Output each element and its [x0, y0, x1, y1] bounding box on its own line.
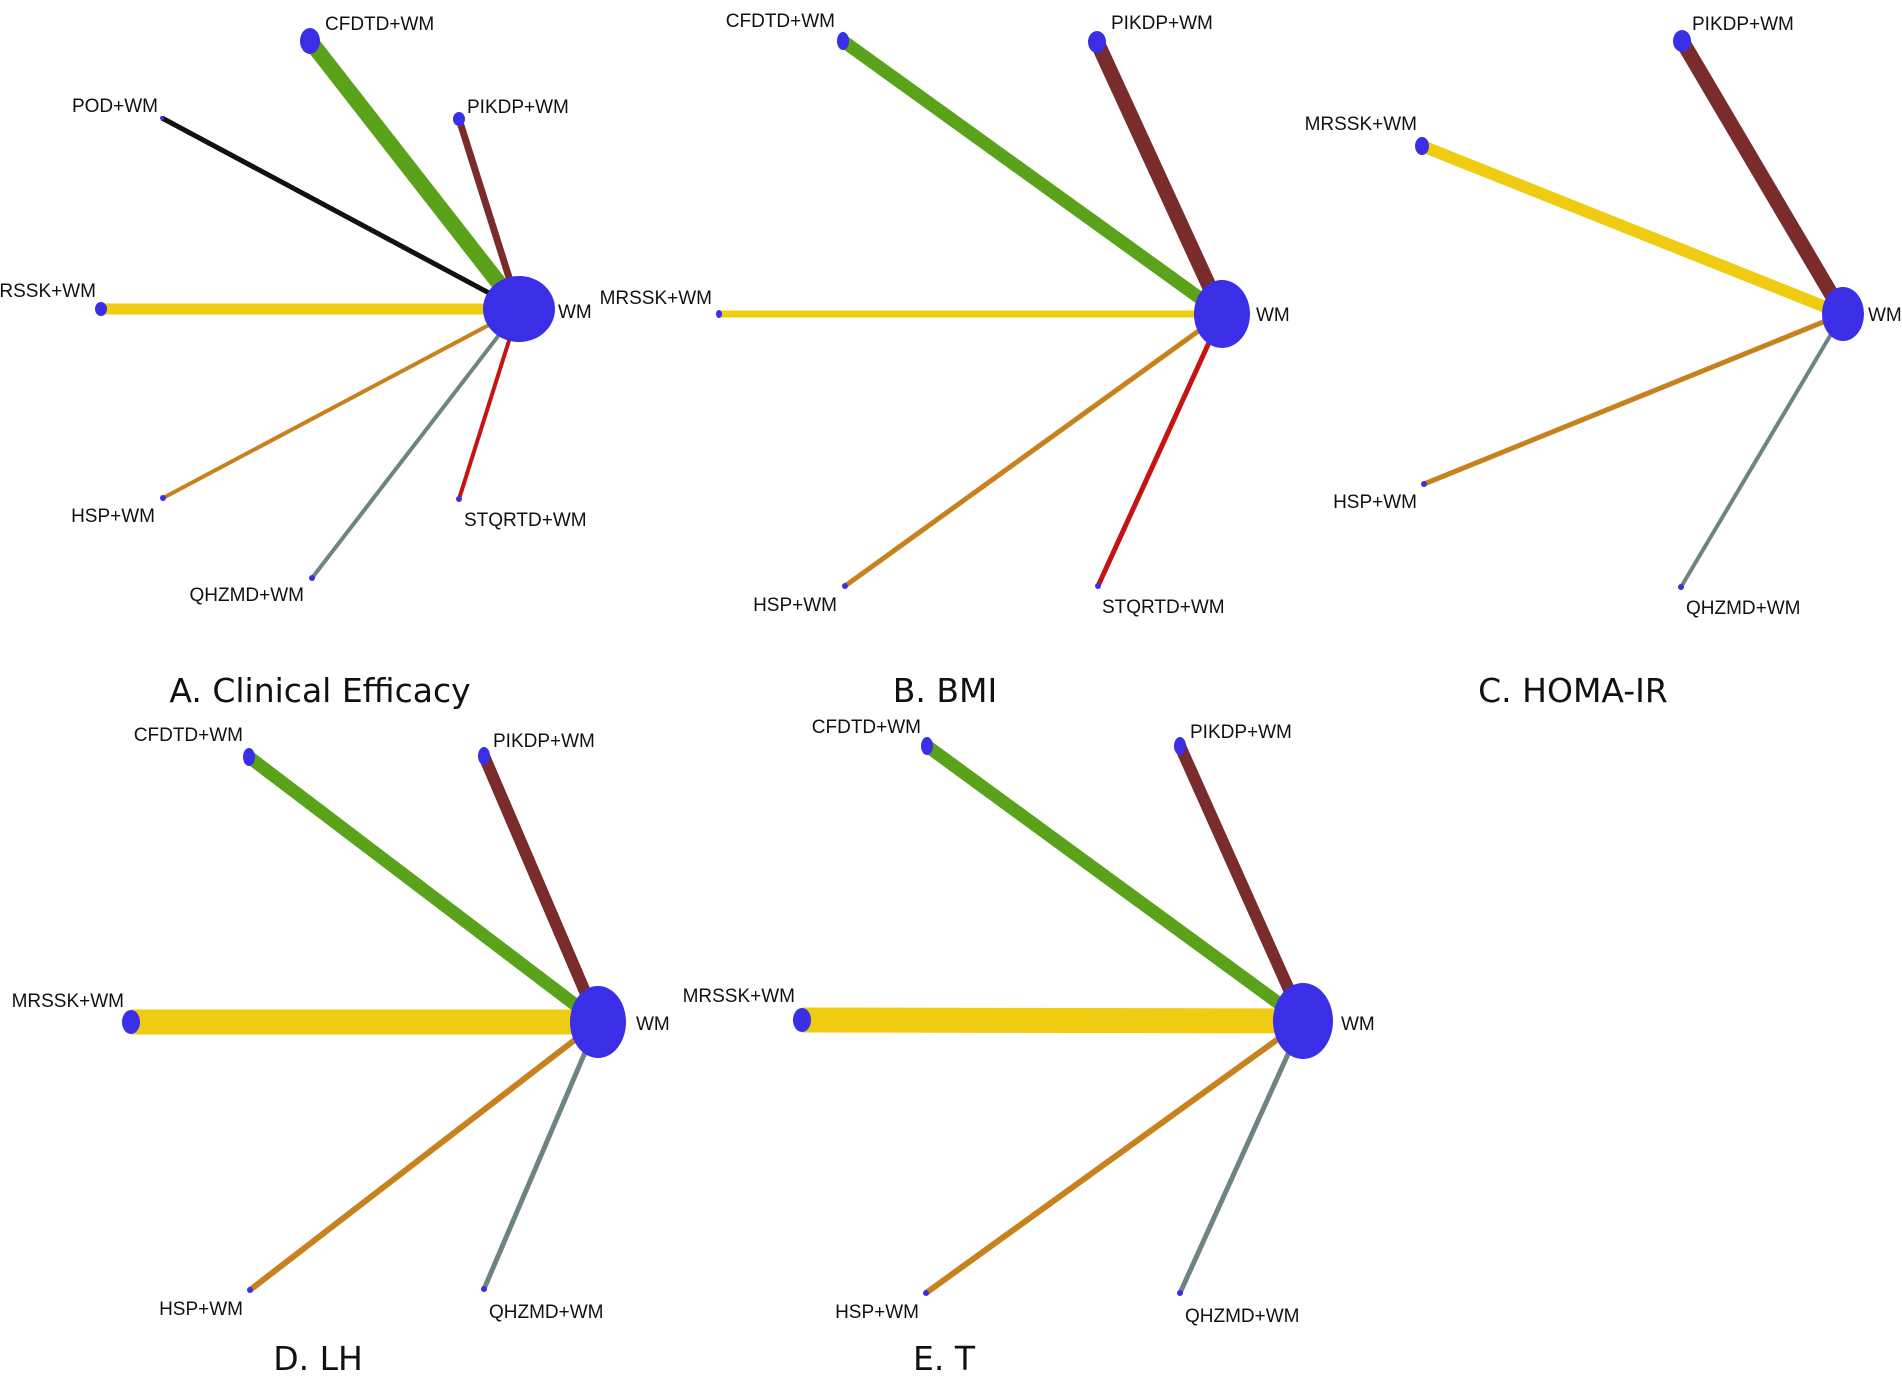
node-pikdp-plus-wm [1673, 30, 1691, 52]
node-stqrtd-plus-wm [456, 496, 462, 502]
node-label-qhzmd-plus-wm: QHZMD+WM [1686, 598, 1801, 619]
node-label-pikdp-plus-wm: PIKDP+WM [467, 97, 569, 118]
edge-cfdtd-plus-wm-to-wm [923, 740, 1307, 1027]
panel-c-caption: C. HOMA-IR [1478, 671, 1668, 710]
node-label-mrssk-plus-wm: MRSSK+WM [1305, 114, 1417, 135]
edge-mrssk-plus-wm-to-wm [801, 1007, 1304, 1034]
node-qhzmd-plus-wm [1678, 584, 1684, 590]
node-label-qhzmd-plus-wm: QHZMD+WM [1185, 1306, 1300, 1327]
edge-pikdp-plus-wm-to-wm [478, 753, 604, 1025]
panel-d-caption: D. LH [273, 1339, 363, 1378]
node-label-mrssk-plus-wm: MRSSK+WM [600, 288, 712, 309]
edge-qhzmd-plus-wm-to-wm [310, 307, 521, 580]
node-label-wm: WM [558, 302, 592, 323]
node-label-hsp-plus-wm: HSP+WM [835, 1302, 919, 1323]
edge-cfdtd-plus-wm-to-wm [245, 751, 602, 1028]
node-label-hsp-plus-wm: HSP+WM [71, 506, 155, 527]
node-cfdtd-plus-wm [300, 28, 320, 54]
edge-hsp-plus-wm-to-wm [162, 307, 520, 500]
node-label-wm: WM [1868, 305, 1902, 326]
node-label-hsp-plus-wm: HSP+WM [159, 1299, 243, 1320]
edge-hsp-plus-wm-to-wm [1423, 311, 1844, 487]
edge-cfdtd-plus-wm-to-wm [303, 36, 526, 314]
edge-pod-plus-wm-to-wm [160, 115, 521, 312]
network-panel: CFDTD+WM PIKDP+WM POD+WM IRSSK+WM HSP+WM QHZM… [0, 14, 592, 606]
node-pikdp-plus-wm [453, 112, 465, 126]
edge-stqrtd-plus-wm-to-wm [1095, 312, 1225, 588]
panel-b-caption: B. BMI [893, 671, 997, 710]
edge-hsp-plus-wm-to-wm [843, 311, 1224, 589]
node-label-stqrtd-plus-wm: STQRTD+WM [1102, 597, 1225, 618]
node-label-qhzmd-plus-wm: QHZMD+WM [489, 1302, 604, 1323]
panel-a-caption: A. Clinical Efficacy [169, 671, 470, 710]
node-label-wm: WM [1256, 305, 1290, 326]
network-panel: CFDTD+WM PIKDP+WM MRSSK+WM HSP+WM QHZMD+WM WM [683, 717, 1375, 1327]
node-label-cfdtd-plus-wm: CFDTD+WM [325, 14, 434, 35]
node-wm [570, 986, 626, 1058]
node-mrssk-plus-wm [793, 1008, 811, 1032]
node-cfdtd-plus-wm [243, 748, 255, 766]
node-pikdp-plus-wm [478, 747, 490, 765]
edge-hsp-plus-wm-to-wm [248, 1019, 600, 1293]
edge-qhzmd-plus-wm-to-wm [481, 1021, 601, 1290]
node-label-wm: WM [1341, 1014, 1375, 1035]
node-hsp-plus-wm [160, 495, 166, 501]
node-label-cfdtd-plus-wm: CFDTD+WM [812, 717, 921, 738]
node-hsp-plus-wm [247, 1287, 253, 1293]
node-label-hsp-plus-wm: HSP+WM [753, 595, 837, 616]
edge-pikdp-plus-wm-to-wm [1090, 38, 1229, 318]
node-qhzmd-plus-wm [481, 1286, 487, 1292]
node-mrssk-plus-wm [716, 310, 722, 318]
node-label-pikdp-plus-wm: PIKDP+WM [1111, 13, 1213, 34]
edge-qhzmd-plus-wm-to-wm [1679, 312, 1845, 589]
node-label-pikdp-plus-wm: PIKDP+WM [1692, 14, 1794, 35]
node-wm [1273, 983, 1333, 1059]
node-cfdtd-plus-wm [921, 737, 933, 755]
node-hsp-plus-wm [923, 1290, 929, 1296]
edge-qhzmd-plus-wm-to-wm [1177, 1019, 1306, 1295]
node-label-cfdtd-plus-wm: CFDTD+WM [726, 11, 835, 32]
node-label-pod-plus-wm: POD+WM [72, 96, 158, 117]
node-stqrtd-plus-wm [1095, 583, 1101, 589]
node-label-pikdp-plus-wm: PIKDP+WM [493, 731, 595, 752]
edge-cfdtd-plus-wm-to-wm [839, 35, 1226, 320]
node-wm [1822, 287, 1864, 341]
node-qhzmd-plus-wm [309, 575, 315, 581]
node-mrssk-plus-wm [1415, 137, 1429, 155]
node-cfdtd-plus-wm [837, 32, 849, 50]
edge-pikdp-plus-wm-to-wm [1675, 37, 1850, 318]
edge-mrssk-plus-wm-to-wm [1419, 140, 1846, 320]
node-wm [483, 276, 555, 342]
node-label-qhzmd-plus-wm: QHZMD+WM [189, 585, 304, 606]
node-label-cfdtd-plus-wm: CFDTD+WM [134, 725, 243, 746]
network-panel: PIKDP+WM MRSSK+WM HSP+WM QHZMD+WM WM [1305, 14, 1902, 619]
node-pod-plus-wm [160, 116, 164, 120]
node-pikdp-plus-wm [1174, 737, 1186, 755]
node-label-mrssk-plus-wm: MRSSK+WM [12, 991, 124, 1012]
network-panel: CFDTD+WM PIKDP+WM MRSSK+WM HSP+WM STQRTD+WM W… [600, 11, 1290, 618]
edge-hsp-plus-wm-to-wm [924, 1018, 1305, 1296]
node-pikdp-plus-wm [1088, 31, 1106, 53]
panel-e-caption: E. T [913, 1339, 976, 1378]
node-label-mrssk-plus-wm: MRSSK+WM [683, 986, 795, 1007]
node-wm [1194, 280, 1250, 348]
node-irssk-plus-wm [95, 302, 107, 316]
network-panel: CFDTD+WM PIKDP+WM MRSSK+WM HSP+WM QHZMD+WM WM [12, 725, 670, 1323]
node-label-irssk-plus-wm: IRSSK+WM [0, 281, 96, 302]
node-mrssk-plus-wm [122, 1010, 140, 1034]
node-qhzmd-plus-wm [1177, 1290, 1183, 1296]
node-label-hsp-plus-wm: HSP+WM [1333, 492, 1417, 513]
node-hsp-plus-wm [1421, 481, 1427, 487]
node-label-stqrtd-plus-wm: STQRTD+WM [464, 510, 587, 531]
node-label-pikdp-plus-wm: PIKDP+WM [1190, 722, 1292, 743]
node-hsp-plus-wm [842, 583, 848, 589]
edge-pikdp-plus-wm-to-wm [1174, 743, 1309, 1024]
node-label-wm: WM [636, 1014, 670, 1035]
